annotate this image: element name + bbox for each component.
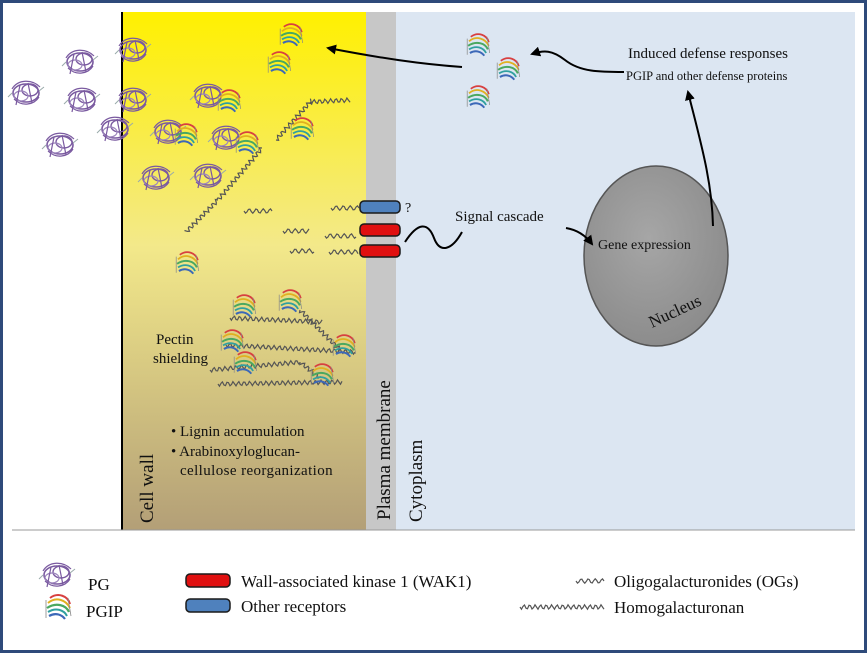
pgip-proteins — [174, 23, 521, 387]
pectin-shielding-line1: Pectin — [156, 332, 194, 348]
legend-og-swatch — [575, 577, 605, 585]
homogalacturonan-chain — [229, 315, 323, 325]
arabinoxyloglucan-bullet: • Arabinoxyloglucan- — [171, 444, 300, 460]
pgip-protein-icon — [235, 131, 260, 155]
pgip-protein-icon — [310, 363, 335, 387]
pg-protein-icon — [38, 562, 76, 588]
pgip-protein-icon — [290, 117, 315, 141]
legend-other-receptor-swatch — [185, 598, 231, 613]
pgip-protein-icon — [174, 123, 199, 147]
homogalacturonan-chain — [298, 309, 341, 352]
legend-wak1-label: Wall-associated kinase 1 (WAK1) — [241, 572, 471, 591]
gene-expression-label: Gene expression — [598, 238, 691, 253]
unknown-receptor-question: ? — [405, 201, 411, 216]
other-receptor — [359, 200, 401, 214]
cell-wall-label: Cell wall — [137, 454, 158, 523]
pgip-protein-icon — [496, 57, 521, 81]
pgip-protein-icon — [466, 33, 491, 57]
plasma-membrane-label: Plasma membrane — [374, 380, 395, 520]
legend-pg-icon — [38, 562, 76, 588]
og-fragment — [282, 227, 310, 235]
pgip-protein-icon — [175, 251, 200, 275]
induced-defense-title: Induced defense responses — [628, 46, 788, 62]
signal-squiggle — [404, 225, 463, 249]
plasma-membrane-region — [366, 12, 396, 530]
homogalacturonan-chain — [519, 603, 605, 611]
legend-homogalacturonan-swatch — [519, 603, 605, 611]
homogalacturonan-chain — [184, 198, 219, 233]
pgip-protein-icon — [233, 351, 258, 375]
og-fragment — [575, 577, 605, 585]
og-fragment — [243, 207, 273, 215]
homogalacturonan-chain — [275, 98, 313, 142]
lignin-bullet: • Lignin accumulation — [171, 424, 305, 440]
pgip-protein-icon — [278, 289, 303, 313]
legend-homogalacturonan-label: Homogalacturonan — [614, 598, 745, 617]
nucleus — [583, 165, 729, 347]
legend: PG PGIP Wall-associated kinase 1 (WAK1) … — [38, 562, 799, 621]
signal-to-nucleus-arrow — [565, 227, 594, 246]
oligogalacturonide-fragments — [243, 204, 360, 256]
pgip-secretion-arrow — [326, 44, 463, 68]
pg-protein-icon — [114, 87, 152, 113]
induced-defense-subtitle: PGIP and other defense proteins — [626, 69, 787, 83]
homogalacturonan-chain — [309, 96, 351, 106]
legend-pgip-label: PGIP — [86, 602, 123, 621]
pgip-protein-icon — [466, 85, 491, 109]
wak1-receptor-lower — [359, 244, 401, 258]
pg-protein-icon — [63, 87, 101, 113]
pgip-protein-icon — [332, 334, 357, 358]
pgip-protein-icon — [217, 89, 242, 113]
reorganization-bullet-cont: cellulose reorganization — [180, 463, 333, 479]
pgip-protein-icon — [279, 23, 304, 47]
homogalacturonan-chain — [216, 147, 263, 200]
pg-protein-icon — [96, 116, 134, 142]
pg-protein-icon — [189, 163, 227, 189]
pg-protein-icon — [41, 132, 79, 158]
cell-wall-region — [122, 12, 366, 530]
legend-other-receptor-label: Other receptors — [241, 597, 346, 616]
homogalacturonan-chain — [209, 359, 301, 374]
pg-protein-icon — [114, 37, 152, 63]
pgip-protein-icon — [220, 329, 245, 353]
og-fragment — [289, 248, 315, 254]
pg-protein-icon — [137, 165, 175, 191]
pg-protein-icon — [7, 80, 45, 106]
og-fragment — [324, 232, 357, 240]
nucleus-to-defense-arrow — [685, 90, 714, 227]
signal-cascade-label: Signal cascade — [455, 209, 544, 225]
og-fragment — [330, 204, 360, 212]
wak1-receptor-upper — [359, 223, 401, 237]
defense-to-pgip-arrow — [530, 46, 625, 73]
legend-og-label: Oligogalacturonides (OGs) — [614, 572, 799, 591]
pgip-protein-icon — [45, 594, 72, 620]
legend-pg-label: PG — [88, 575, 110, 594]
pgip-protein-icon — [267, 51, 292, 75]
og-fragment — [328, 248, 359, 256]
pectin-shielding-line2: shielding — [153, 351, 208, 367]
legend-pgip-icon — [45, 594, 72, 620]
pgip-protein-icon — [232, 294, 257, 318]
pg-proteins — [7, 37, 245, 191]
pg-protein-icon — [61, 49, 99, 75]
cytoplasm-label: Cytoplasm — [406, 439, 427, 522]
legend-wak1-swatch — [185, 573, 231, 588]
